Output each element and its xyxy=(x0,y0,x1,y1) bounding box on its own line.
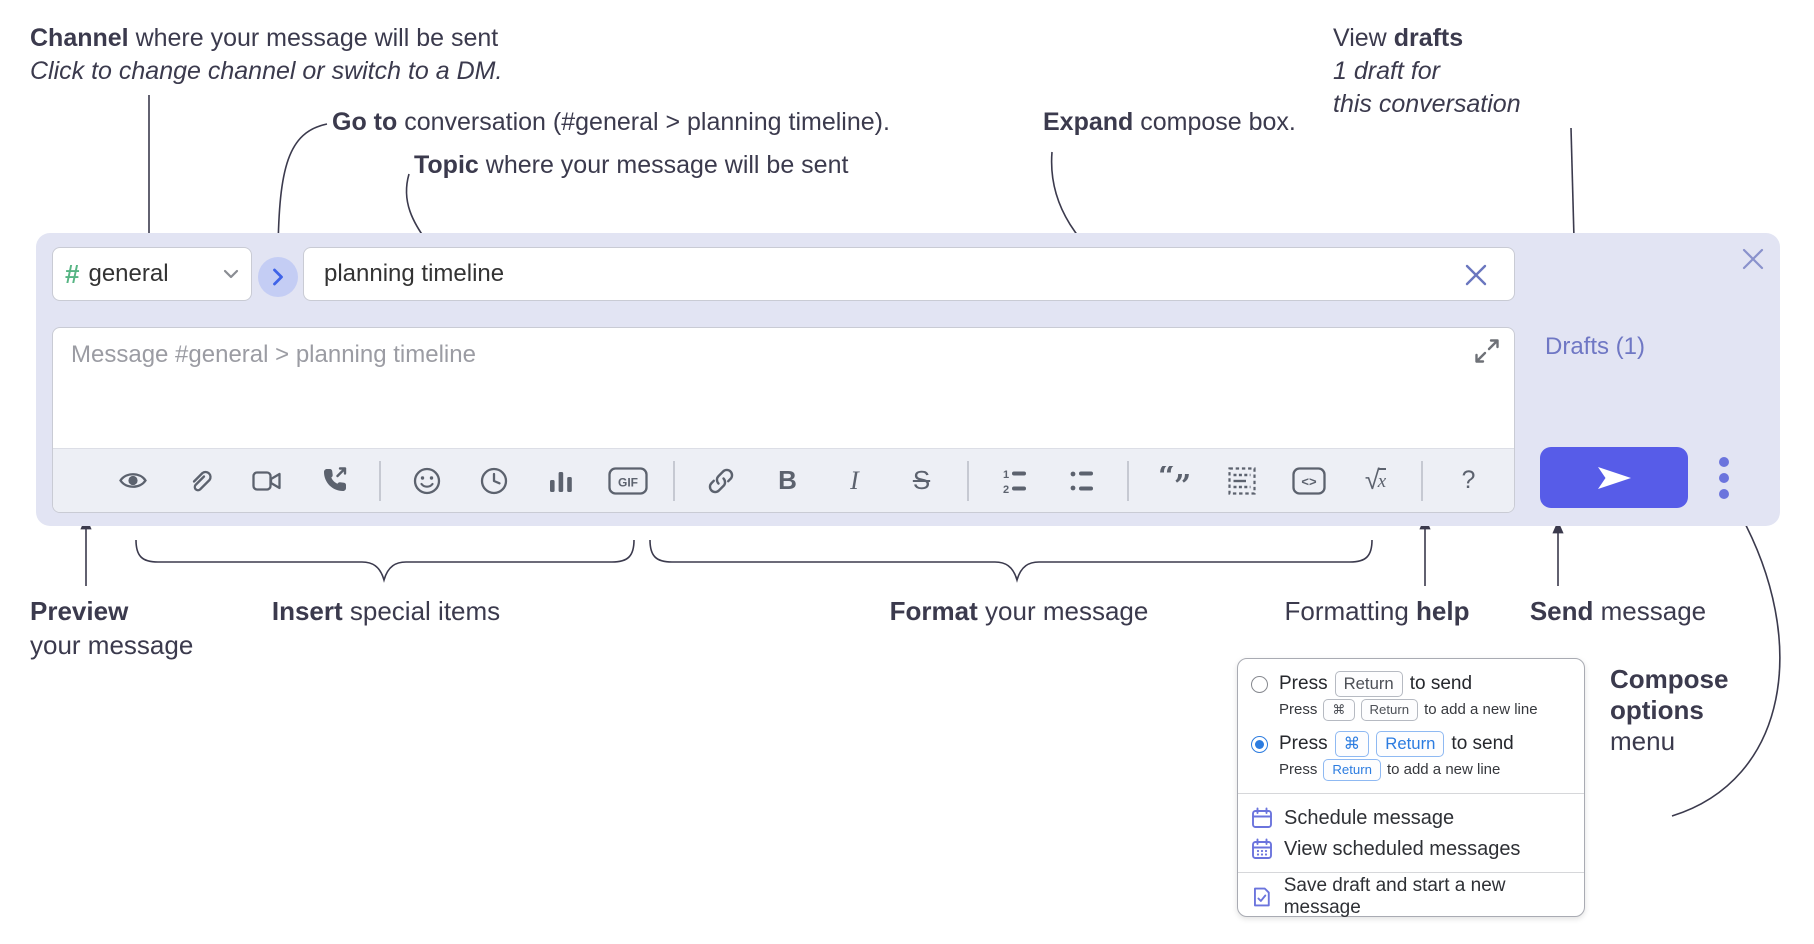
code-icon[interactable]: <> xyxy=(1275,455,1342,507)
svg-text:2: 2 xyxy=(1003,484,1009,495)
toolbar-divider xyxy=(673,460,675,501)
channel-annotation: Channel where your message will be sent … xyxy=(30,24,503,85)
formatting-help-annotation: Formatting help xyxy=(1284,596,1470,626)
message-placeholder: Message #general > planning timeline xyxy=(71,341,476,368)
toolbar-divider xyxy=(1421,460,1423,501)
schedule-calendar-icon xyxy=(1252,807,1272,828)
math-icon[interactable]: √x xyxy=(1364,465,1387,495)
italic-icon[interactable]: I xyxy=(850,465,859,495)
strikethrough-icon[interactable]: S xyxy=(912,465,931,495)
message-formatting-help-icon[interactable]: ? xyxy=(1461,466,1476,494)
topic-input[interactable] xyxy=(303,247,1515,301)
quote-icon[interactable]: “” xyxy=(1141,455,1208,507)
svg-text:“: “ xyxy=(1158,466,1175,494)
radio-selected-icon[interactable] xyxy=(1251,735,1268,753)
menu-item-view-scheduled-messages[interactable]: View scheduled messages xyxy=(1251,833,1520,865)
svg-text:1: 1 xyxy=(1003,469,1009,481)
gif-icon[interactable]: GIF xyxy=(594,455,661,507)
svg-text:GIF: GIF xyxy=(618,475,638,489)
radio-unselected-icon[interactable] xyxy=(1251,675,1268,693)
format-brace xyxy=(649,539,1373,583)
clear-topic-icon[interactable] xyxy=(1463,262,1489,288)
expand-compose-icon[interactable] xyxy=(1474,338,1500,364)
toolbar-divider xyxy=(967,460,969,501)
svg-text:<>: <> xyxy=(1301,474,1317,489)
chevron-right-icon xyxy=(273,268,283,286)
menu-item-schedule-message[interactable]: Schedule message xyxy=(1251,802,1454,834)
topic-annotation: Topic where your message will be sent xyxy=(414,151,849,179)
send-annotation: Send message xyxy=(1529,596,1707,626)
compose-box: # general Message #general > planning ti… xyxy=(36,233,1780,526)
insert-brace xyxy=(135,539,635,583)
preview-eye-icon[interactable] xyxy=(99,455,166,507)
popup-divider xyxy=(1238,872,1584,873)
global-time-clock-icon[interactable] xyxy=(460,455,527,507)
emoji-icon[interactable] xyxy=(393,455,460,507)
channel-hash-icon: # xyxy=(65,258,80,289)
bulleted-list-icon[interactable] xyxy=(1048,455,1115,507)
send-icon xyxy=(1598,466,1631,489)
view-drafts-annotation: View drafts 1 draft for this conversatio… xyxy=(1333,24,1521,118)
bold-icon[interactable]: B xyxy=(778,465,797,495)
channel-selector[interactable]: # general xyxy=(52,247,252,301)
message-compose-area[interactable]: Message #general > planning timeline xyxy=(52,327,1515,513)
compose-options-annotation: Compose options menu xyxy=(1610,664,1729,756)
toolbar-divider xyxy=(1127,460,1129,501)
insert-annotation: Insert special items xyxy=(271,596,501,626)
spoiler-icon[interactable] xyxy=(1208,455,1275,507)
channel-name: general xyxy=(88,260,169,287)
poll-chart-icon[interactable] xyxy=(527,455,594,507)
format-annotation: Format your message xyxy=(889,596,1149,626)
link-icon[interactable] xyxy=(687,455,754,507)
goto-annotation: Go to conversation (#general > planning … xyxy=(332,108,890,136)
compose-options-menu-icon[interactable] xyxy=(1712,455,1736,501)
send-button[interactable] xyxy=(1540,447,1688,508)
expand-annotation: Expand compose box. xyxy=(1043,108,1296,136)
save-draft-icon xyxy=(1254,887,1270,907)
view-scheduled-calendar-icon xyxy=(1252,838,1272,859)
voice-call-icon[interactable] xyxy=(300,455,367,507)
toolbar-divider xyxy=(379,460,381,501)
video-call-icon[interactable] xyxy=(233,455,300,507)
attach-paperclip-icon[interactable] xyxy=(166,455,233,507)
svg-text:”: ” xyxy=(1174,469,1191,496)
menu-item-save-draft[interactable]: Save draft and start a new message xyxy=(1251,875,1584,918)
preview-annotation: Preview your message xyxy=(30,596,194,660)
popup-divider xyxy=(1238,793,1584,794)
drafts-link[interactable]: Drafts (1) xyxy=(1545,333,1646,360)
go-to-conversation-button[interactable] xyxy=(258,257,298,297)
close-compose-icon[interactable] xyxy=(1740,246,1766,272)
chevron-down-icon xyxy=(223,269,239,279)
